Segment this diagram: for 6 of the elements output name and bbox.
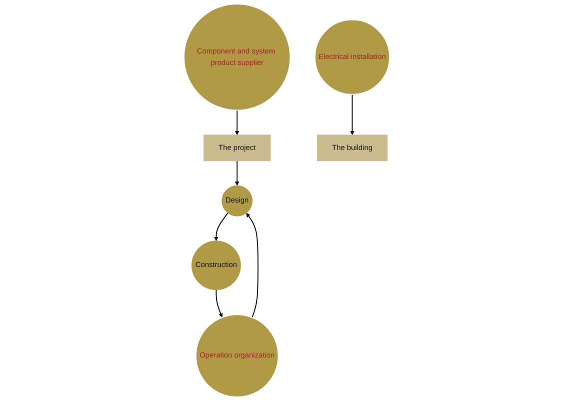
arrow [234, 110, 240, 136]
arrow [350, 94, 354, 136]
arrow [246, 212, 258, 318]
arrow [234, 160, 240, 186]
arrow [215, 289, 222, 318]
arrow [214, 212, 228, 242]
